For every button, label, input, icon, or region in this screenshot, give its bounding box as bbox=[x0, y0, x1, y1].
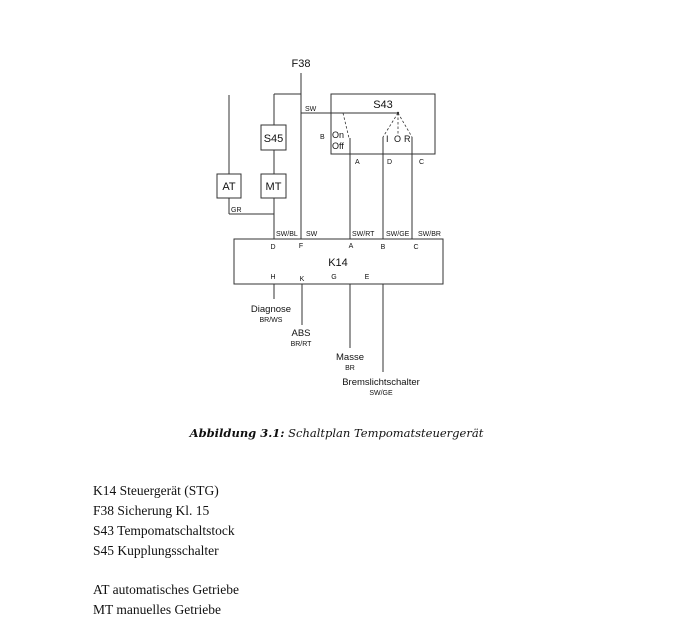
k14-pin-a: A bbox=[349, 243, 354, 250]
switch-i-contact bbox=[382, 112, 399, 138]
wire-label-swge: SW/GE bbox=[386, 231, 410, 238]
output-abs-color: BR/RT bbox=[291, 341, 313, 348]
k14-pin-h: H bbox=[270, 274, 275, 281]
legend-item: K14 Steuergerät (STG) bbox=[93, 483, 219, 498]
legend-item: S43 Tempomatschaltstock bbox=[93, 523, 235, 538]
k14-pin-k: K bbox=[300, 276, 305, 283]
k14-pin-f: F bbox=[299, 243, 303, 250]
s45-label: S45 bbox=[264, 133, 284, 145]
k14-pin-g: G bbox=[331, 274, 336, 281]
s43-pin-b: B bbox=[320, 134, 325, 141]
output-abs-label: ABS bbox=[291, 328, 310, 339]
at-box bbox=[216, 173, 242, 199]
fuse-label: F38 bbox=[292, 58, 311, 70]
k14-pin-c: C bbox=[413, 244, 418, 251]
k14-label: K14 bbox=[328, 257, 348, 269]
s43-o-label: O bbox=[394, 134, 401, 144]
k14-pin-b: B bbox=[381, 244, 386, 251]
output-bremslicht-label: Bremslichtschalter bbox=[342, 377, 420, 388]
output-bremslicht-color: SW/GE bbox=[369, 390, 393, 397]
wiring-diagram: F38 S43 S45 MT AT K14 SW GR B On Off I O… bbox=[216, 58, 444, 397]
s43-pin-a: A bbox=[355, 159, 360, 166]
output-masse-color: BR bbox=[345, 365, 355, 372]
legend-item: MT manuelles Getriebe bbox=[93, 602, 221, 617]
mt-label: MT bbox=[266, 181, 282, 193]
k14-pin-e: E bbox=[365, 274, 370, 281]
wire-sw-top-label: SW bbox=[305, 106, 317, 113]
output-masse-label: Masse bbox=[336, 352, 364, 363]
legend-item: S45 Kupplungsschalter bbox=[93, 543, 219, 558]
caption-text: Schaltplan Tempomatsteuergerät bbox=[288, 426, 484, 440]
at-label: AT bbox=[222, 181, 236, 193]
wire-label-sw: SW bbox=[306, 231, 318, 238]
legend-item: AT automatisches Getriebe bbox=[93, 582, 239, 597]
s43-r-label: R bbox=[404, 134, 411, 144]
wire-label-swbl: SW/BL bbox=[276, 231, 298, 238]
wire-label-swrt: SW/RT bbox=[352, 231, 375, 238]
legend: K14 Steuergerät (STG) F38 Sicherung Kl. … bbox=[93, 481, 239, 620]
wire-gr-label: GR bbox=[231, 207, 242, 214]
k14-pin-d: D bbox=[270, 244, 275, 251]
switch-r-contact bbox=[397, 112, 413, 138]
s43-on-label: On bbox=[332, 130, 344, 140]
s43-off-label: Off bbox=[332, 141, 344, 151]
figure-caption: Abbildung 3.1: Schaltplan Tempomatsteuer… bbox=[0, 426, 673, 440]
output-diagnose-label: Diagnose bbox=[251, 304, 291, 315]
output-diagnose-color: BR/WS bbox=[260, 317, 283, 324]
s43-box bbox=[330, 93, 436, 155]
legend-item: F38 Sicherung Kl. 15 bbox=[93, 503, 210, 518]
wire-label-swbr: SW/BR bbox=[418, 231, 441, 238]
switch-pivot bbox=[396, 111, 400, 115]
caption-label: Abbildung 3.1: bbox=[189, 426, 285, 440]
s43-i-label: I bbox=[386, 134, 389, 144]
mt-box bbox=[260, 173, 287, 199]
s43-pin-d: D bbox=[387, 159, 392, 166]
s43-pin-c: C bbox=[419, 159, 424, 166]
s45-box bbox=[260, 124, 287, 151]
s43-label: S43 bbox=[373, 99, 393, 111]
legend-spacer bbox=[93, 561, 239, 580]
k14-box bbox=[233, 238, 444, 285]
